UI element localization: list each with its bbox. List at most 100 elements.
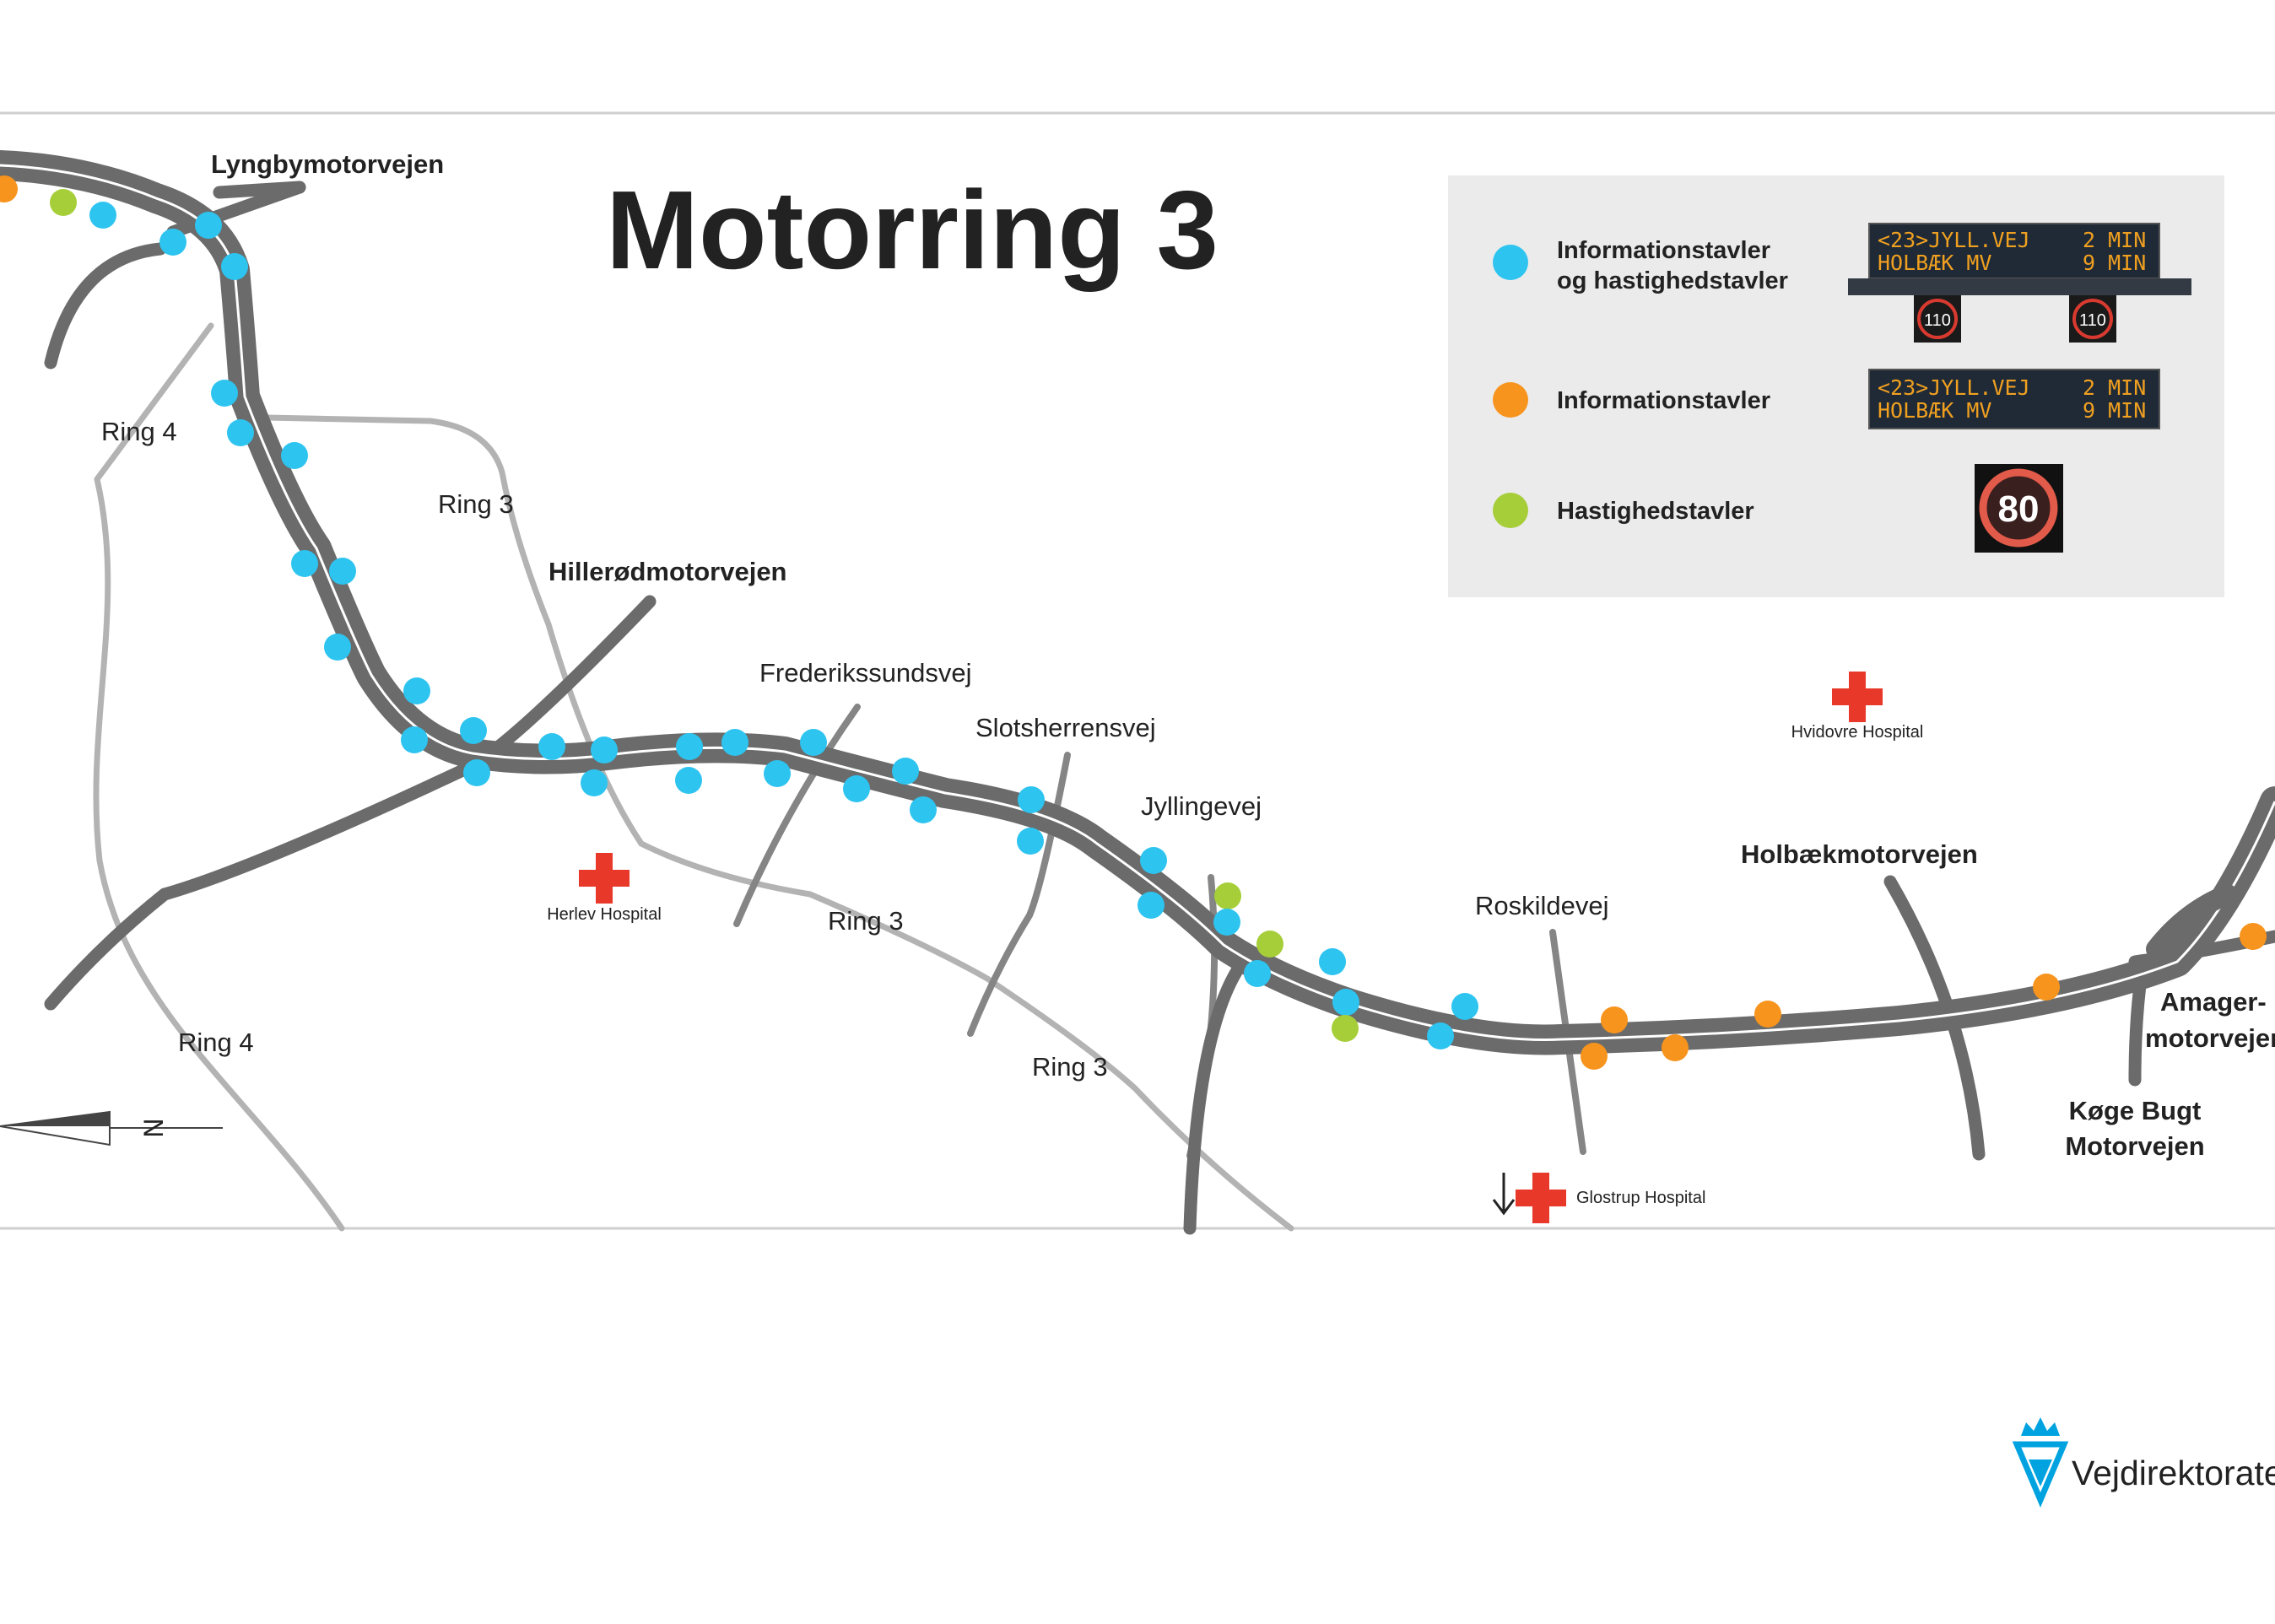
north-label: N xyxy=(138,1118,169,1137)
holbaekmotorvejen-label: Holbækmotorvejen xyxy=(1741,839,1978,869)
info-sign-marker xyxy=(1601,1006,1628,1033)
svg-text:<23>JYLL.VEJ: <23>JYLL.VEJ xyxy=(1878,228,2030,252)
logo-text: Vejdirektoratet xyxy=(2072,1454,2275,1492)
ring-roads xyxy=(93,322,1294,1232)
jyllingevej-motorway-link xyxy=(1183,955,1250,1235)
legend-dot-speed xyxy=(1493,493,1528,528)
info-and-speed-sign-marker xyxy=(591,736,618,763)
svg-text:110: 110 xyxy=(1924,311,1951,330)
legend: Informationstavler og hastighedstavler I… xyxy=(1448,175,2224,597)
svg-text:HOLBÆK MV: HOLBÆK MV xyxy=(1878,398,1991,423)
info-and-speed-sign-marker xyxy=(538,733,565,760)
herlev-hospital-marker: Herlev Hospital xyxy=(547,853,662,924)
info-sign-marker xyxy=(2033,974,2060,1001)
legend-gantry-sign-icon: <23>JYLL.VEJ 2 MIN HOLBÆK MV 9 MIN 110 1… xyxy=(1848,223,2191,343)
info-and-speed-sign-marker xyxy=(460,717,487,744)
glostrup-hospital-marker: Glostrup Hospital xyxy=(1492,1173,1705,1223)
info-and-speed-sign-marker xyxy=(195,212,222,239)
info-sign-marker xyxy=(1662,1034,1689,1061)
ring-3-label-middle: Ring 3 xyxy=(828,906,904,936)
slotsherrensvej-label: Slotsherrensvej xyxy=(975,713,1156,742)
ring-4-label-north: Ring 4 xyxy=(101,417,177,446)
legend-label-info-and-speed-1: Informationstavler xyxy=(1557,237,1770,264)
info-and-speed-sign-marker xyxy=(211,380,238,407)
info-and-speed-sign-marker xyxy=(1451,993,1478,1020)
page-title: Motorring 3 xyxy=(606,168,1219,292)
roskildevej-label: Roskildevej xyxy=(1475,891,1609,920)
north-arrow: N xyxy=(0,1110,223,1147)
frederikssundsvej-label: Frederikssundsvej xyxy=(759,658,972,688)
info-and-speed-sign-marker xyxy=(1319,948,1346,975)
info-and-speed-sign-marker xyxy=(1140,847,1167,874)
legend-label-info-and-speed-2: og hastighedstavler xyxy=(1557,267,1788,294)
crown-icon xyxy=(2021,1417,2060,1436)
legend-dot-info-and-speed xyxy=(1493,245,1528,280)
info-and-speed-sign-marker xyxy=(843,775,870,802)
info-and-speed-sign-marker xyxy=(221,253,248,280)
info-and-speed-sign-marker xyxy=(281,442,308,469)
speed-sign-marker xyxy=(1256,931,1283,958)
info-sign-marker xyxy=(1581,1043,1608,1070)
herlev-hospital-label: Herlev Hospital xyxy=(547,905,662,924)
svg-text:<23>JYLL.VEJ: <23>JYLL.VEJ xyxy=(1878,375,2030,400)
info-and-speed-sign-marker xyxy=(764,760,791,787)
svg-text:80: 80 xyxy=(1998,488,2040,530)
hillerodmotorvejen-label: Hillerødmotorvejen xyxy=(548,557,787,586)
svg-text:9 MIN: 9 MIN xyxy=(2083,398,2146,423)
hospital-cross-icon xyxy=(1832,672,1883,722)
info-and-speed-sign-marker xyxy=(800,729,827,756)
info-and-speed-sign-marker xyxy=(324,634,351,661)
frederikssundsvej-road xyxy=(733,704,861,927)
motorring-3-centerline xyxy=(0,164,2275,1041)
info-and-speed-sign-marker xyxy=(403,677,430,704)
legend-speed-sign-icon: 80 xyxy=(1975,464,2063,553)
info-and-speed-sign-marker xyxy=(159,229,186,256)
ring-4-road xyxy=(93,476,345,1232)
info-and-speed-sign-marker xyxy=(1332,989,1359,1016)
legend-info-sign-icon: <23>JYLL.VEJ 2 MIN HOLBÆK MV 9 MIN xyxy=(1868,369,2160,429)
amagermotorvejen-double xyxy=(2146,884,2238,959)
hvidovre-hospital-label: Hvidovre Hospital xyxy=(1791,723,1924,742)
shield-icon xyxy=(2012,1441,2069,1508)
amagermotorvejen-label-1: Amager- xyxy=(2160,987,2267,1017)
speed-sign-marker xyxy=(1214,882,1241,909)
koge-bugt-motorvejen-label-2: Motorvejen xyxy=(2065,1131,2204,1161)
info-and-speed-sign-marker xyxy=(1018,786,1045,813)
info-and-speed-sign-marker xyxy=(910,796,937,823)
legend-dot-info xyxy=(1493,382,1528,418)
info-and-speed-sign-marker xyxy=(329,558,356,585)
info-and-speed-sign-marker xyxy=(1427,1022,1454,1049)
info-and-speed-sign-marker xyxy=(721,729,748,756)
info-and-speed-sign-marker xyxy=(291,550,318,577)
ring-3-label-south: Ring 3 xyxy=(1032,1052,1108,1082)
glostrup-hospital-label: Glostrup Hospital xyxy=(1576,1189,1705,1207)
info-and-speed-sign-marker xyxy=(463,759,490,786)
ring-4-label-south: Ring 4 xyxy=(178,1028,254,1057)
legend-label-info: Informationstavler xyxy=(1557,387,1770,414)
info-and-speed-sign-marker xyxy=(227,419,254,446)
info-and-speed-sign-marker xyxy=(675,767,702,794)
info-and-speed-sign-marker xyxy=(401,726,428,753)
svg-text:2 MIN: 2 MIN xyxy=(2083,375,2146,400)
sign-markers xyxy=(0,175,2267,1070)
hillerodmotorvejen xyxy=(44,595,657,1011)
amagermotorvejen-label-2: motorvejen xyxy=(2145,1023,2275,1053)
info-and-speed-sign-marker xyxy=(1138,892,1165,919)
info-and-speed-sign-marker xyxy=(581,769,608,796)
ring-4-road-north xyxy=(94,322,214,483)
jyllingevej-label: Jyllingevej xyxy=(1141,791,1262,821)
hospital-cross-icon xyxy=(579,853,630,904)
svg-text:9 MIN: 9 MIN xyxy=(2083,251,2146,275)
info-and-speed-sign-marker xyxy=(892,758,919,785)
info-and-speed-sign-marker xyxy=(1213,909,1240,936)
info-sign-marker xyxy=(1754,1001,1781,1028)
speed-sign-marker xyxy=(50,189,77,216)
legend-label-speed: Hastighedstavler xyxy=(1557,498,1754,525)
info-sign-marker xyxy=(0,175,18,202)
svg-text:2 MIN: 2 MIN xyxy=(2083,228,2146,252)
koge-bugt-motorvejen-label-1: Køge Bugt xyxy=(2069,1096,2202,1125)
hvidovre-hospital-marker: Hvidovre Hospital xyxy=(1791,672,1924,742)
svg-text:HOLBÆK MV: HOLBÆK MV xyxy=(1878,251,1991,275)
info-and-speed-sign-marker xyxy=(1244,960,1271,987)
